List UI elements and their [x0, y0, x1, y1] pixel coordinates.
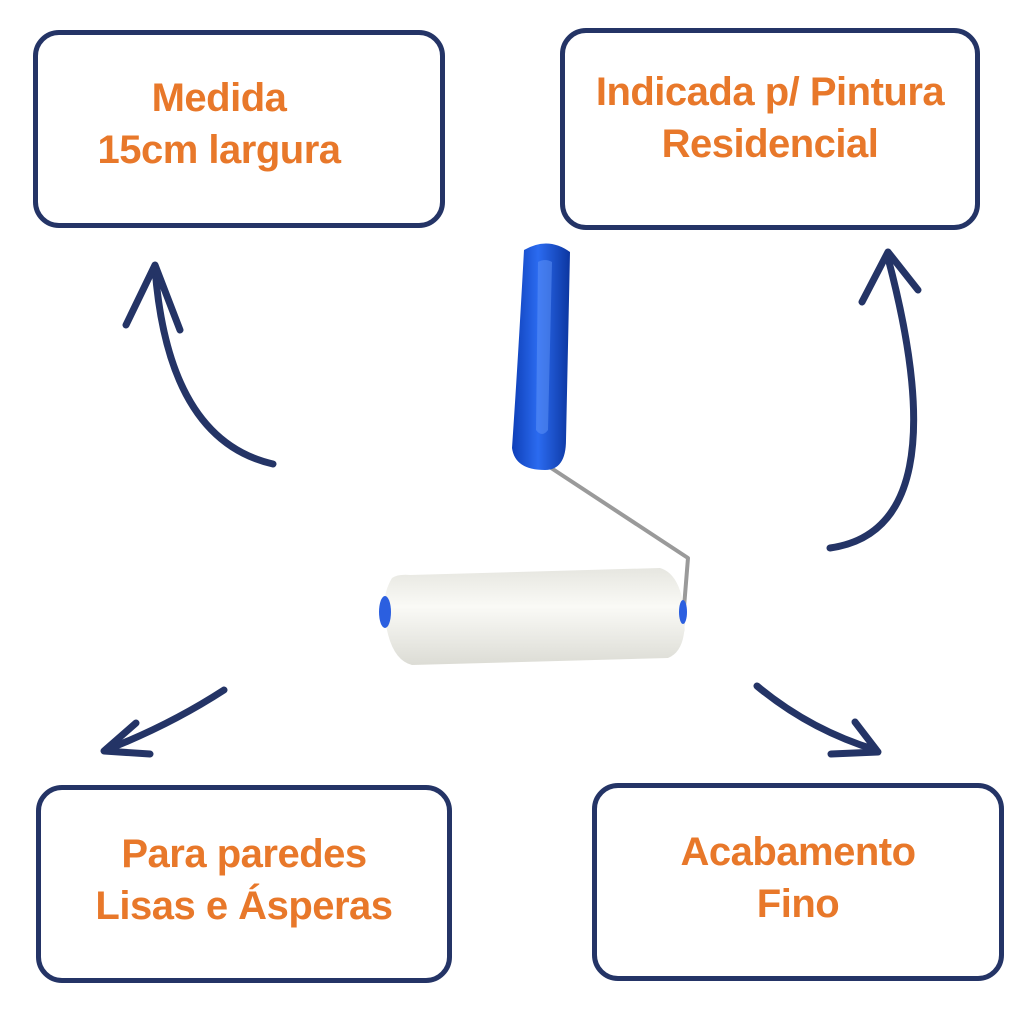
feature-size-line2: 15cm largura [97, 128, 341, 172]
curved-arrow-icon [826, 248, 922, 552]
feature-finish-line1: Acabamento [680, 830, 916, 874]
feature-finish-line2: Fino [756, 882, 840, 926]
curved-arrow-icon [122, 261, 277, 468]
curved-arrow-icon [100, 686, 228, 758]
feature-box-finish: Acabamento Fino [592, 783, 1004, 981]
curved-arrow-icon [753, 682, 882, 758]
feature-surface-line1: Para paredes [121, 832, 367, 876]
feature-size-line1: Medida [151, 76, 287, 120]
feature-box-use: Indicada p/ Pintura Residencial [560, 28, 980, 230]
feature-use-line1: Indicada p/ Pintura [595, 70, 945, 114]
feature-box-surface: Para paredes Lisas e Ásperas [36, 785, 452, 983]
feature-box-size: Medida 15cm largura [33, 30, 445, 228]
feature-use-line2: Residencial [661, 122, 879, 166]
paint-roller-icon [379, 243, 690, 665]
feature-surface-line2: Lisas e Ásperas [95, 884, 393, 928]
